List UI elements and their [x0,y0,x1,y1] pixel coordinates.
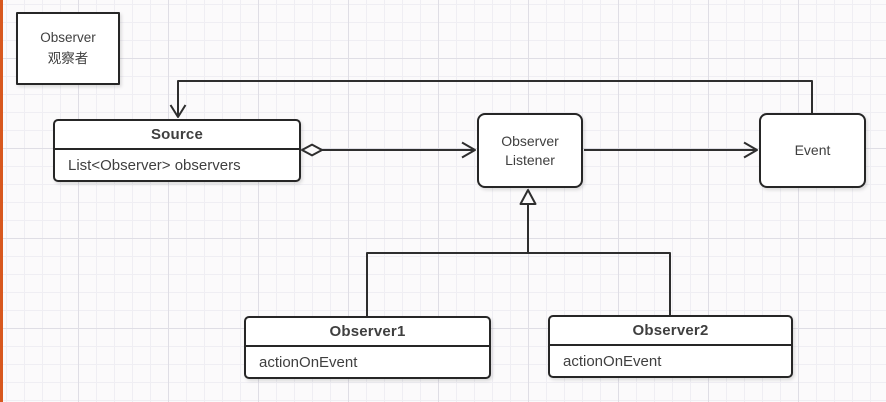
note-line-chinese: 观察者 [47,50,89,66]
edge-event-feedback-to-source [169,80,813,118]
node-event-label: Event [794,142,831,159]
node-source-title: Source [55,121,299,150]
edge-generalization-tree [366,189,671,316]
node-observer-listener-label: Observer Listener [501,132,559,168]
node-observer2-method: actionOnEvent [563,352,662,370]
open-arrowhead-icon [461,141,476,159]
node-observer2-title: Observer2 [550,317,791,346]
node-source: Source List<Observer> observers [53,119,301,182]
node-event: Event [759,113,866,188]
node-observer1-title: Observer1 [246,318,489,347]
note-line-english: Observer [40,30,96,46]
node-observer-listener: Observer Listener [477,113,583,188]
aggregation-diamond-icon [301,143,323,157]
node-source-attribute: List<Observer> observers [68,156,241,174]
node-observer1: Observer1 actionOnEvent [244,316,491,379]
edge-listener-to-event [584,141,758,159]
generalization-triangle-icon [519,189,537,205]
open-arrowhead-icon [169,104,187,118]
open-arrowhead-icon [743,141,758,159]
note-observer-box: Observer 观察者 [16,12,120,85]
left-edge-accent-stripe [0,0,3,402]
node-observer1-method: actionOnEvent [259,353,358,371]
node-observer2: Observer2 actionOnEvent [548,315,793,378]
edge-source-to-listener [301,141,476,159]
